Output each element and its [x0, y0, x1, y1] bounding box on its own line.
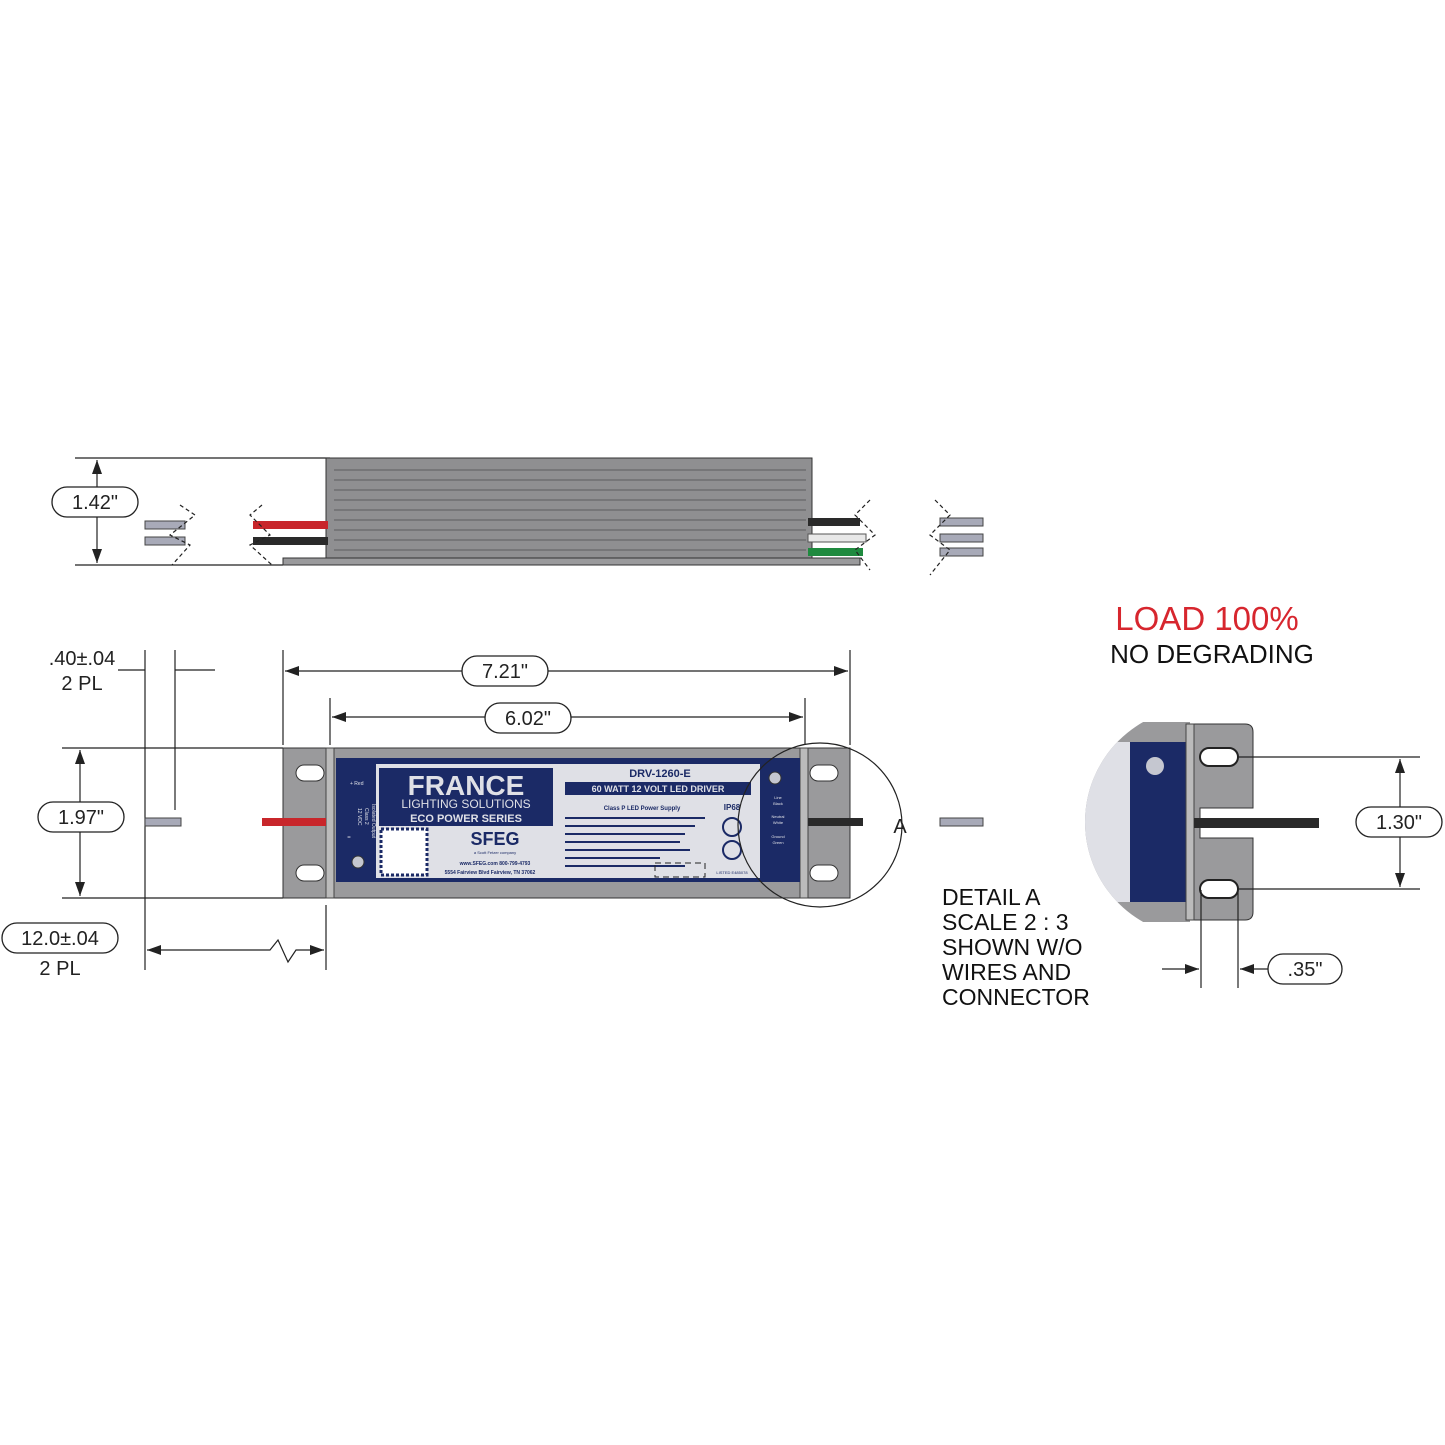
red-wire: [253, 521, 328, 529]
slot-offset-value: .35": [1288, 959, 1323, 981]
detail-caption-2: SCALE 2 : 3: [942, 909, 1069, 935]
wire-length-qty: 2 PL: [39, 958, 80, 980]
mount-length-value: 6.02": [505, 708, 551, 730]
model-number: DRV-1260-E: [629, 768, 691, 780]
hole-spacing-value: 1.30": [1376, 812, 1422, 834]
ul-icon: [722, 840, 742, 860]
wire-line-color: Black: [773, 801, 783, 806]
wire-length-value: 12.0±.04: [21, 928, 99, 950]
detail-marker: A: [893, 816, 907, 838]
wire-neutral: Neutral: [772, 814, 785, 819]
minus-terminal: -: [347, 829, 351, 843]
series: ECO POWER SERIES: [410, 813, 522, 825]
side-view: 1.42": [51, 457, 984, 576]
address: 5554 Fairview Blvd Fairview, TN 37062: [445, 870, 536, 876]
mounting-flange: [282, 557, 861, 566]
plus-terminal: + Red: [350, 781, 364, 787]
load-title: LOAD 100%: [1115, 600, 1298, 637]
height-value: 1.42": [72, 492, 118, 514]
rating: 60 WATT 12 VOLT LED DRIVER: [592, 784, 725, 794]
output-voltage: 12 VDC: [356, 808, 362, 826]
wire-neutral-color: White: [773, 820, 784, 825]
ip-rating: IP68: [724, 803, 741, 812]
overall-length-value: 7.21": [482, 661, 528, 683]
qr-code: [379, 827, 429, 877]
maker-logo: SFEG: [470, 829, 519, 849]
wire-strip-value: .40±.04: [49, 648, 116, 670]
height-dimension: [51, 486, 139, 518]
output-isolated: Isolated Output: [370, 804, 376, 839]
class: Class P LED Power Supply: [604, 806, 681, 812]
detail-view: 1.30" .35" DETAIL A SCALE 2 : 3 SHOWN W/…: [942, 722, 1443, 1010]
wire-ground-color: Green: [772, 840, 783, 845]
certification-icon: [722, 817, 742, 837]
housing-side: [325, 457, 813, 561]
maker-tagline: a Scott Fetzer company: [474, 850, 516, 855]
contact: www.SFEG.com 800-799-4793: [459, 861, 531, 867]
wire-ground: Ground: [771, 834, 784, 839]
detail-caption-3: SHOWN W/O: [942, 934, 1083, 960]
listed-text: LISTED E485078: [716, 870, 748, 875]
black-wire: [253, 537, 328, 545]
detail-caption-1: DETAIL A: [942, 884, 1041, 910]
brand-name: FRANCE: [408, 770, 525, 801]
detail-circle: [737, 742, 903, 908]
detail-caption-5: CONNECTOR: [942, 984, 1090, 1010]
detail-caption-4: WIRES AND: [942, 959, 1071, 985]
wire-strip-qty: 2 PL: [61, 673, 102, 695]
top-view: 7.21" 6.02" 1.97" .40±.04 2 PL 12.0±.04 …: [1, 648, 984, 980]
output-class: Class 2: [363, 808, 369, 825]
brand-sub: LIGHTING SOLUTIONS: [401, 797, 530, 811]
wire-line: Line: [774, 795, 782, 800]
width-value: 1.97": [58, 807, 104, 829]
load-subtitle: NO DEGRADING: [1110, 639, 1314, 669]
